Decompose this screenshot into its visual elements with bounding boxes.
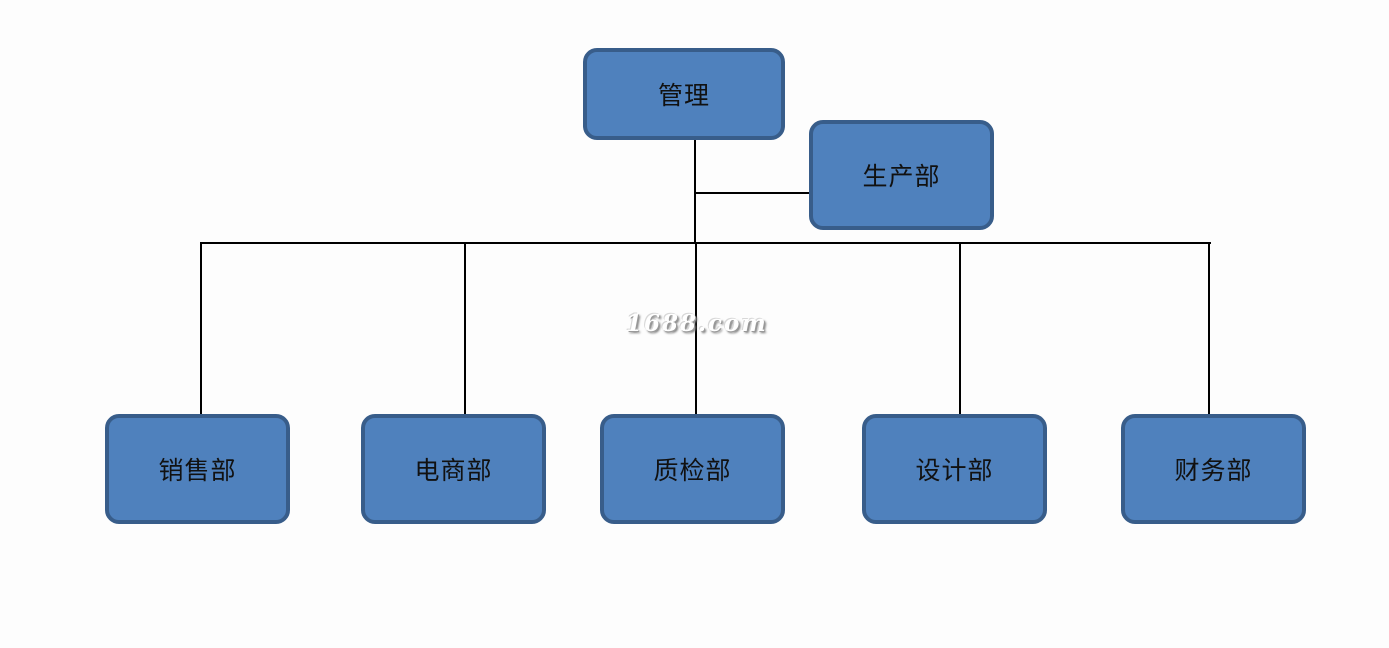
assistant-node-label: 生产部 (862, 162, 941, 191)
department-node[interactable]: 电商部 (361, 414, 546, 524)
connector-root-vertical (694, 139, 696, 244)
department-node-label: 电商部 (414, 456, 493, 485)
connector-department-5 (1208, 242, 1210, 415)
department-node-label: 质检部 (653, 456, 732, 485)
connector-department-3 (695, 242, 697, 415)
department-node[interactable]: 质检部 (600, 414, 785, 524)
department-node-label: 设计部 (915, 456, 994, 485)
department-node[interactable]: 设计部 (862, 414, 1047, 524)
connector-department-4 (959, 242, 961, 415)
department-node-label: 财务部 (1174, 456, 1253, 485)
connector-assistant-horizontal (696, 192, 810, 194)
watermark-text: 1688.com (626, 310, 768, 337)
connector-department-1 (200, 242, 202, 415)
connector-department-2 (464, 242, 466, 415)
assistant-node[interactable]: 生产部 (809, 120, 994, 230)
connector-departments-bus (200, 242, 1211, 244)
root-node[interactable]: 管理 (583, 48, 785, 140)
department-node[interactable]: 财务部 (1121, 414, 1306, 524)
root-node-label: 管理 (657, 81, 710, 110)
department-node[interactable]: 销售部 (105, 414, 290, 524)
department-node-label: 销售部 (158, 456, 237, 485)
